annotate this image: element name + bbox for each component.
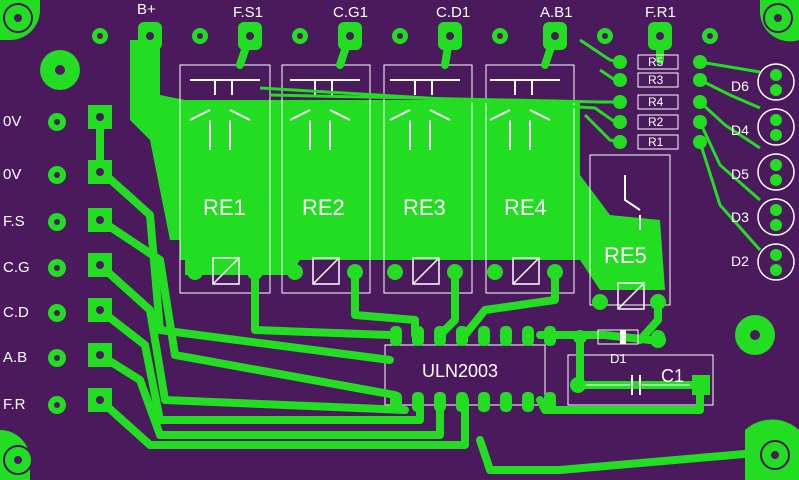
top-label-fs1: F.S1 xyxy=(233,4,264,21)
top-label-fr1: F.R1 xyxy=(645,4,676,21)
relay-label-re5: RE5 xyxy=(604,243,647,268)
resistor-label-r4: R4 xyxy=(648,95,664,109)
d1-diode xyxy=(573,329,665,345)
diode-label-d2: D2 xyxy=(731,253,749,269)
top-label-cd1: C.D1 xyxy=(436,4,471,21)
top-label-cg1: C.G1 xyxy=(333,4,369,21)
relay-label-re2: RE2 xyxy=(302,195,345,220)
diode-label-d6: D6 xyxy=(731,78,749,94)
relay-label-re3: RE3 xyxy=(403,195,446,220)
left-label-cg: C.G xyxy=(3,259,30,276)
led-pads xyxy=(770,69,782,276)
led-outlines xyxy=(757,63,795,281)
c1-capacitor xyxy=(570,375,710,395)
relay-coils xyxy=(212,257,645,310)
left-label-cd: C.D xyxy=(3,304,29,321)
resistor-label-r2: R2 xyxy=(648,115,664,129)
relay-outlines xyxy=(179,64,714,406)
left-label-fs: F.S xyxy=(3,213,25,230)
resistor-label-r5: R5 xyxy=(648,55,664,69)
resistor-label-r1: R1 xyxy=(648,135,664,149)
copper-pour xyxy=(130,40,665,290)
ic-label-uln2003: ULN2003 xyxy=(422,361,499,381)
left-label-ab: A.B xyxy=(3,349,28,366)
relay-contacts xyxy=(189,79,641,230)
left-label-0v-1: 0V xyxy=(3,113,22,130)
diode-label-d1: D1 xyxy=(610,351,627,366)
ic-pads xyxy=(390,326,556,412)
left-label-fr: F.R xyxy=(3,396,26,413)
top-pads xyxy=(138,22,672,50)
diode-label-d5: D5 xyxy=(731,166,749,182)
relay-label-re4: RE4 xyxy=(504,195,547,220)
left-label-0v-2: 0V xyxy=(3,166,22,183)
diode-label-d4: D4 xyxy=(731,122,749,138)
top-label-ab1: A.B1 xyxy=(540,4,573,21)
capacitor-label-c1: C1 xyxy=(661,366,685,386)
left-connector-pads xyxy=(88,105,112,412)
top-label-b-plus: B+ xyxy=(137,1,156,18)
diode-label-d3: D3 xyxy=(731,209,749,225)
relay-label-re1: RE1 xyxy=(203,195,246,220)
resistor-label-r3: R3 xyxy=(648,73,664,87)
resistor-pads xyxy=(613,55,707,149)
resistor-bodies xyxy=(637,54,679,150)
traces xyxy=(96,31,794,474)
